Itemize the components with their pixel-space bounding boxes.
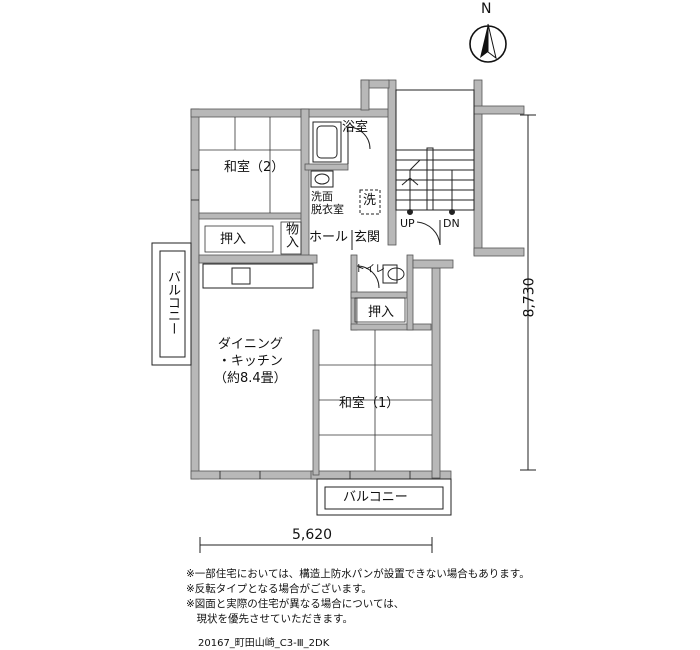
room-toilet-label: トイレ: [355, 264, 385, 275]
room-monoire-label: 物入: [283, 222, 298, 248]
stair-down-label: DN: [443, 217, 460, 230]
balcony-bottom-label: バルコニー: [343, 490, 408, 505]
wall-east-upper: [473, 105, 525, 115]
wall-south-right: [310, 470, 452, 480]
wall-top-stub-v: [360, 79, 370, 111]
notes: ※一部住宅においては、構造上防水パンが設置できない場合もあります。 ※反転タイプ…: [186, 567, 530, 627]
note-line: ※図面と実際の住宅が異なる場合については、: [186, 598, 405, 610]
wall-north-left: [190, 108, 306, 118]
dimension-height-label: 8,730: [521, 277, 538, 318]
wall-dk-east: [312, 329, 320, 476]
balcony-left-label: バルコニー: [165, 270, 180, 335]
wall-stair-west: [387, 79, 397, 246]
plan-reference: 20167_町田山崎_C3-Ⅲ_2DK: [198, 638, 330, 649]
north-arrow-icon: [469, 23, 507, 63]
wall-east-lower: [431, 267, 441, 479]
wall-toilet-east: [406, 254, 414, 331]
room-washitsu2-label: 和室（2）: [224, 160, 285, 175]
wall-north-mid: [300, 108, 390, 118]
wall-washitsu2-south: [198, 212, 306, 220]
wall-ps: [412, 259, 454, 269]
wall-south-left: [190, 470, 318, 480]
room-dining-label: ダイニング ・キッチン （約8.4畳）: [214, 337, 287, 386]
wall-bath-south: [304, 163, 349, 171]
dimension-width-label: 5,620: [292, 527, 333, 543]
bathtub: [312, 121, 342, 163]
room-genkan-label: 玄関: [354, 230, 381, 245]
stair-up-label: UP: [400, 217, 415, 230]
note-line: 現状を優先させていただきます。: [186, 613, 353, 625]
wall-oshiire-bottom: [350, 323, 432, 331]
washer-label: 洗: [363, 193, 377, 208]
note-line: ※反転タイプとなる場合がございます。: [186, 583, 372, 595]
room-washitsu1-label: 和室（1）: [339, 396, 400, 411]
room-oshiire-mid-label: 押入: [368, 305, 395, 320]
room-hall-label: ホール: [309, 230, 349, 245]
wall-dk-north: [198, 254, 318, 264]
wall-bath-west: [300, 108, 310, 258]
note-line: ※一部住宅においては、構造上防水パンが設置できない場合もあります。: [186, 568, 530, 580]
room-senmen-label: 洗面 脱衣室: [311, 190, 344, 216]
room-oshiire-top-label: 押入: [220, 232, 247, 247]
wall-oshiire-top: [350, 291, 410, 299]
wall-west: [190, 108, 200, 480]
wall-east-mid: [473, 247, 525, 257]
washer-pan: [359, 189, 381, 215]
north-label: N: [481, 1, 492, 17]
room-yokushitsu-label: 浴室: [342, 120, 369, 135]
